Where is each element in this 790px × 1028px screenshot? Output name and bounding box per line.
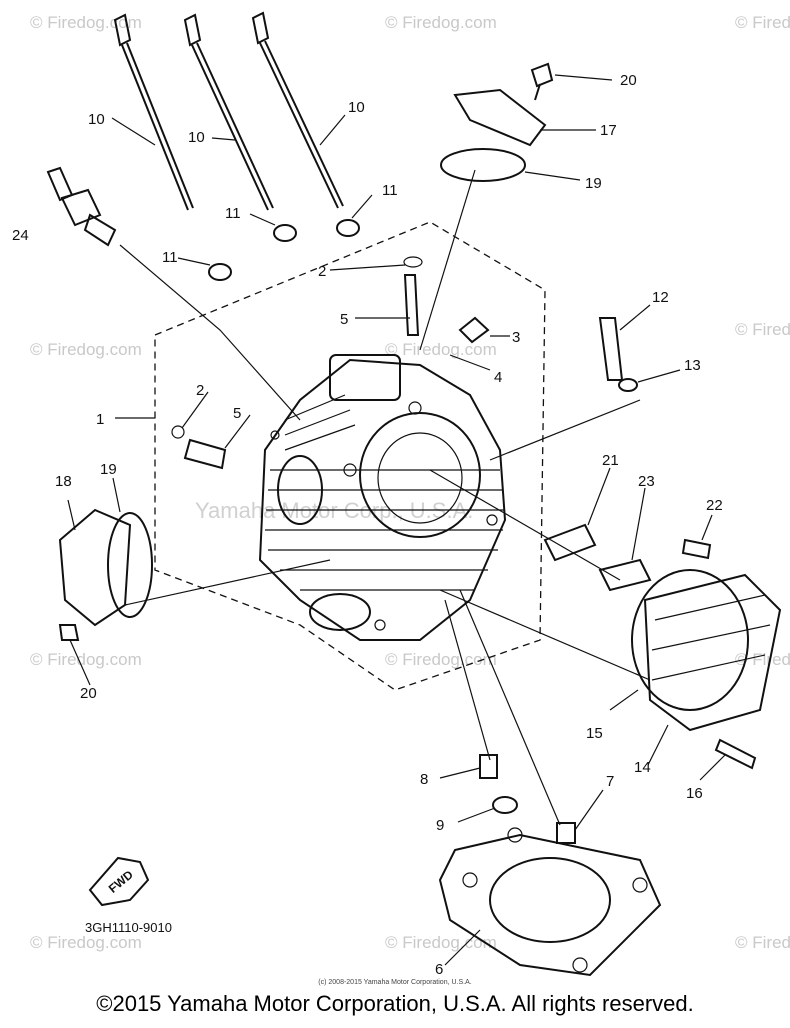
watermark-text: © Firedog.com [30, 933, 142, 952]
callout-7: 7 [606, 773, 614, 790]
tappet-cap-left [58, 508, 153, 641]
callout-3: 3 [512, 329, 520, 346]
callout-24: 24 [12, 227, 29, 244]
callout-11: 11 [382, 182, 398, 199]
watermark-text: © Firedog.com [385, 340, 497, 359]
fwd-arrow: FWD [88, 856, 150, 907]
watermark-text: © Firedog.com [735, 650, 790, 669]
callout-20: 20 [620, 72, 637, 89]
callout-21: 21 [602, 452, 619, 469]
callout-5: 5 [340, 311, 348, 328]
callout-11: 11 [225, 205, 241, 222]
breather-parts [543, 523, 712, 592]
callout-20: 20 [80, 685, 97, 702]
head-bolts [113, 11, 344, 211]
side-cover [631, 569, 782, 770]
callout-10: 10 [88, 111, 105, 128]
callout-23: 23 [638, 473, 655, 490]
callout-14: 14 [634, 759, 651, 776]
spark-plug [46, 166, 117, 247]
watermark-text: © Firedog.com [385, 933, 497, 952]
callout-15: 15 [586, 725, 603, 742]
callout-12: 12 [652, 289, 669, 306]
copyright-footer: ©2015 Yamaha Motor Corporation, U.S.A. A… [96, 991, 694, 1016]
callout-6: 6 [435, 961, 443, 978]
callout-16: 16 [686, 785, 703, 802]
callout-13: 13 [684, 357, 701, 374]
callout-9: 9 [436, 817, 444, 834]
watermark-text: © Firedog.com [385, 13, 497, 32]
callout-5: 5 [233, 405, 241, 422]
watermark-text: © Firedog.com [30, 13, 142, 32]
watermark-text: © Firedog.com [385, 650, 497, 669]
watermark-text: © Firedog.com [30, 340, 142, 359]
callout-1: 1 [96, 411, 104, 428]
gasket-assembly [438, 754, 662, 977]
callout-22: 22 [706, 497, 723, 514]
callout-19: 19 [585, 175, 602, 192]
watermark-text: © Firedog.com [735, 13, 790, 32]
callout-18: 18 [55, 473, 72, 490]
callout-4: 4 [494, 369, 502, 386]
assembly-outline [154, 221, 546, 691]
callout-8: 8 [420, 771, 428, 788]
tappet-cap-top [440, 62, 554, 182]
fwd-label: FWD [106, 867, 136, 896]
leader-lines [67, 74, 726, 966]
callout-11: 11 [162, 249, 178, 266]
callout-2: 2 [196, 382, 204, 399]
valve-guides [171, 256, 423, 470]
callout-10: 10 [348, 99, 365, 116]
watermarks: © Firedog.com © Firedog.com © Firedog.co… [30, 13, 790, 952]
part-code: 3GH1110-9010 [85, 920, 172, 935]
small-copyright: (c) 2008-2015 Yamaha Motor Corporation, … [318, 979, 472, 986]
callout-10: 10 [188, 129, 205, 146]
callout-labels: 10 10 10 11 11 11 24 2 5 3 4 2 5 1 20 17… [12, 72, 723, 978]
callout-19: 19 [100, 461, 117, 478]
small-bolts [458, 316, 638, 392]
watermark-text: © Firedog.com [735, 933, 790, 952]
watermark-text: © Firedog.com [735, 320, 790, 339]
callout-2: 2 [318, 263, 326, 280]
washers [208, 219, 360, 281]
watermark-text: © Firedog.com [30, 650, 142, 669]
callout-17: 17 [600, 122, 617, 139]
cylinder-head [258, 354, 507, 641]
